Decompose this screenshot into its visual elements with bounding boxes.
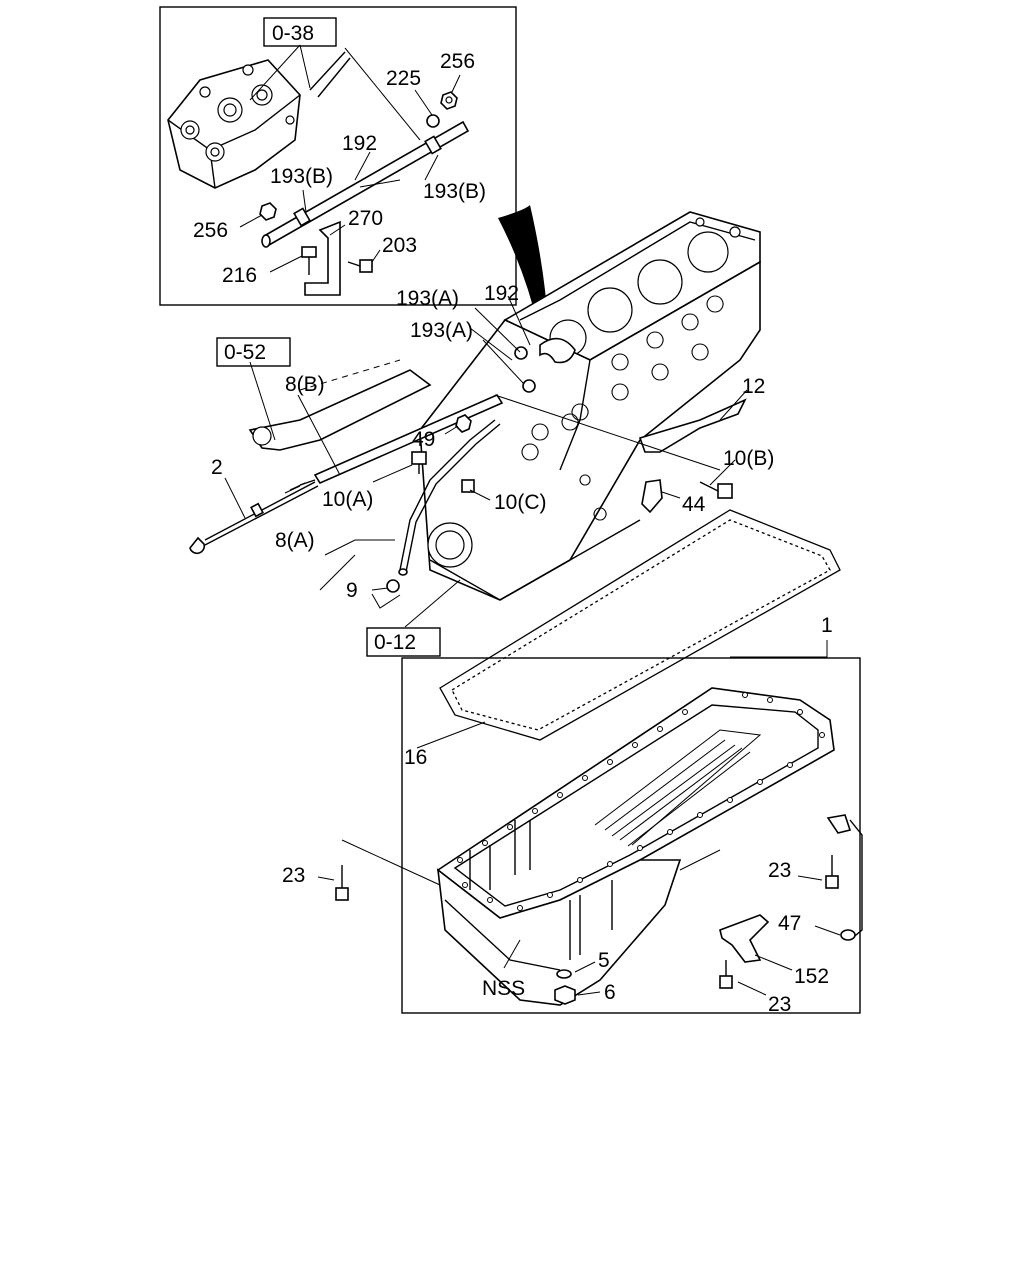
label-256-top: 256 <box>440 50 475 73</box>
oil-pan-1 <box>317 657 863 1014</box>
label-193a-mid: 193(A) <box>410 319 473 342</box>
bracket-12 <box>638 398 747 453</box>
oil-pan-frame <box>401 657 861 1014</box>
bolt-216 <box>301 246 317 275</box>
callout-wedge <box>498 205 548 328</box>
bolt-23-left <box>335 865 349 901</box>
label-8a: 8(A) <box>275 529 315 552</box>
label-12: 12 <box>742 375 765 398</box>
label-193b-right: 193(B) <box>423 180 486 203</box>
hose-192 <box>539 337 576 364</box>
label-216: 216 <box>222 264 257 287</box>
ref-box-0-12 <box>366 627 441 657</box>
inset-detail: 0-38 225 256 192 193(B) 193(B) 256 270 2… <box>159 6 517 306</box>
label-23-left: 23 <box>282 864 305 887</box>
washer-225 <box>426 114 440 128</box>
bracket-270 <box>304 220 341 296</box>
label-10b: 10(B) <box>723 447 774 470</box>
cylinder-block <box>419 211 761 601</box>
bracket-152 <box>719 914 770 963</box>
label-16: 16 <box>404 746 427 769</box>
label-192-inset: 192 <box>342 132 377 155</box>
dipstick-2 <box>189 481 319 555</box>
ref-0-12-label: 0-12 <box>374 631 416 654</box>
leader-lines <box>224 295 828 658</box>
label-49: 49 <box>412 428 435 451</box>
bolt-23-bottom <box>719 960 733 989</box>
bolt-10a <box>411 451 427 474</box>
label-2: 2 <box>211 456 223 479</box>
bolt-23-right <box>825 855 839 889</box>
ref-0-38-label: 0-38 <box>272 22 314 45</box>
label-192-main: 192 <box>484 282 519 305</box>
label-6: 6 <box>604 981 616 1004</box>
label-193a-top: 193(A) <box>396 287 459 310</box>
pipe-8a <box>399 419 496 571</box>
washer-5 <box>556 969 572 979</box>
label-203: 203 <box>382 234 417 257</box>
oil-level-sensor-47 <box>840 929 856 941</box>
nut-256-left <box>259 202 277 221</box>
label-270: 270 <box>348 207 383 230</box>
label-8b: 8(B) <box>285 373 325 396</box>
label-47: 47 <box>778 912 801 935</box>
clamp-193a-mid <box>522 379 536 393</box>
label-10a: 10(A) <box>322 488 373 511</box>
label-5: 5 <box>598 949 610 972</box>
label-256-left: 256 <box>193 219 228 242</box>
label-23-right: 23 <box>768 859 791 882</box>
label-23-bottom: 23 <box>768 993 791 1016</box>
o-ring-9 <box>386 579 400 593</box>
oil-cooler-housing <box>167 59 301 189</box>
label-9: 9 <box>346 579 358 602</box>
ref-0-52-label: 0-52 <box>224 341 266 364</box>
plug-44 <box>641 479 663 514</box>
label-nss: NSS <box>482 977 525 1000</box>
drain-plug-6 <box>554 985 576 1005</box>
label-10c: 10(C) <box>494 491 547 514</box>
dipstick-guide-8b <box>284 393 504 494</box>
bolt-49 <box>455 414 472 433</box>
inset-fitting <box>309 51 351 98</box>
label-44: 44 <box>682 493 706 516</box>
bolt-10c <box>461 479 475 493</box>
bracket-0-52 <box>248 359 432 451</box>
inset-frame <box>159 6 517 306</box>
label-193b-left: 193(B) <box>270 165 333 188</box>
label-1: 1 <box>821 614 833 637</box>
ref-box-0-38 <box>263 17 337 47</box>
bolt-203 <box>347 259 373 273</box>
label-225: 225 <box>386 67 421 90</box>
bolt-10b <box>699 481 733 499</box>
ref-box-0-52 <box>216 337 291 367</box>
gasket-16 <box>439 509 841 741</box>
label-152: 152 <box>794 965 829 988</box>
inset-pipe-192 <box>261 120 470 248</box>
